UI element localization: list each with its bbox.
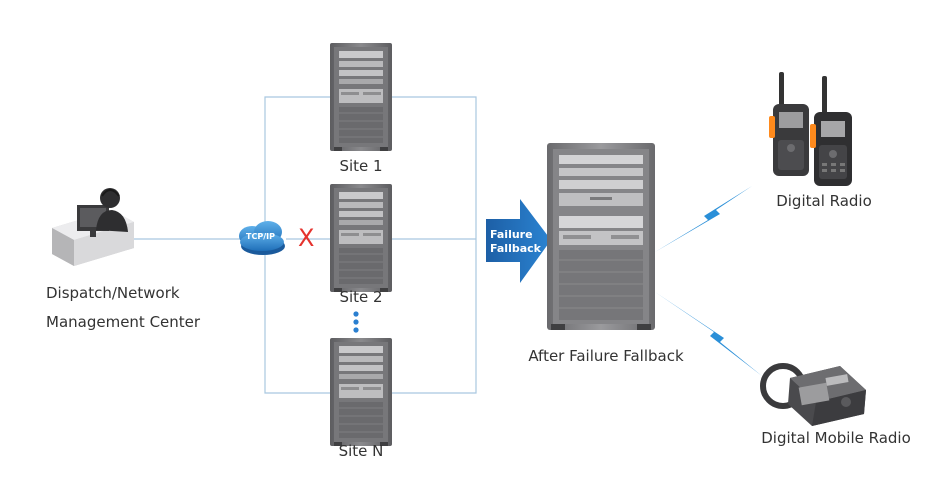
failure-x-mark: X bbox=[298, 224, 315, 252]
site1-cabinet-icon bbox=[329, 42, 393, 152]
tcpip-label: TCP/IP bbox=[246, 232, 275, 241]
site2-cabinet-icon bbox=[329, 183, 393, 293]
dispatch-label-line1: Dispatch/Network bbox=[46, 284, 180, 302]
connection-lines bbox=[133, 96, 477, 394]
digital-mobile-radio-label: Digital Mobile Radio bbox=[761, 429, 911, 447]
failure-fallback-line2: Fallback bbox=[490, 242, 541, 255]
after-failure-label: After Failure Fallback bbox=[528, 347, 684, 365]
fallback-cabinet-icon bbox=[547, 143, 655, 330]
siteN-label: Site N bbox=[338, 442, 384, 460]
siteN-cabinet-icon bbox=[329, 337, 393, 447]
more-sites-ellipsis-icon bbox=[353, 311, 359, 333]
digital-mobile-radio-icon bbox=[760, 363, 866, 426]
failure-fallback-arrow-icon bbox=[486, 199, 551, 283]
wireless-link-lower-icon bbox=[655, 292, 762, 376]
right-bus bbox=[392, 96, 477, 394]
failure-fallback-line1: Failure bbox=[490, 228, 533, 241]
site1-label: Site 1 bbox=[339, 157, 383, 175]
digital-radio-icon bbox=[769, 72, 852, 186]
digital-radio-label: Digital Radio bbox=[776, 192, 872, 210]
tcpip-cloud-icon bbox=[239, 221, 285, 255]
dispatch-workstation-icon bbox=[52, 188, 134, 266]
wireless-link-upper-icon bbox=[655, 186, 752, 252]
site2-label: Site 2 bbox=[339, 288, 383, 306]
dispatch-label-line2: Management Center bbox=[46, 313, 201, 331]
